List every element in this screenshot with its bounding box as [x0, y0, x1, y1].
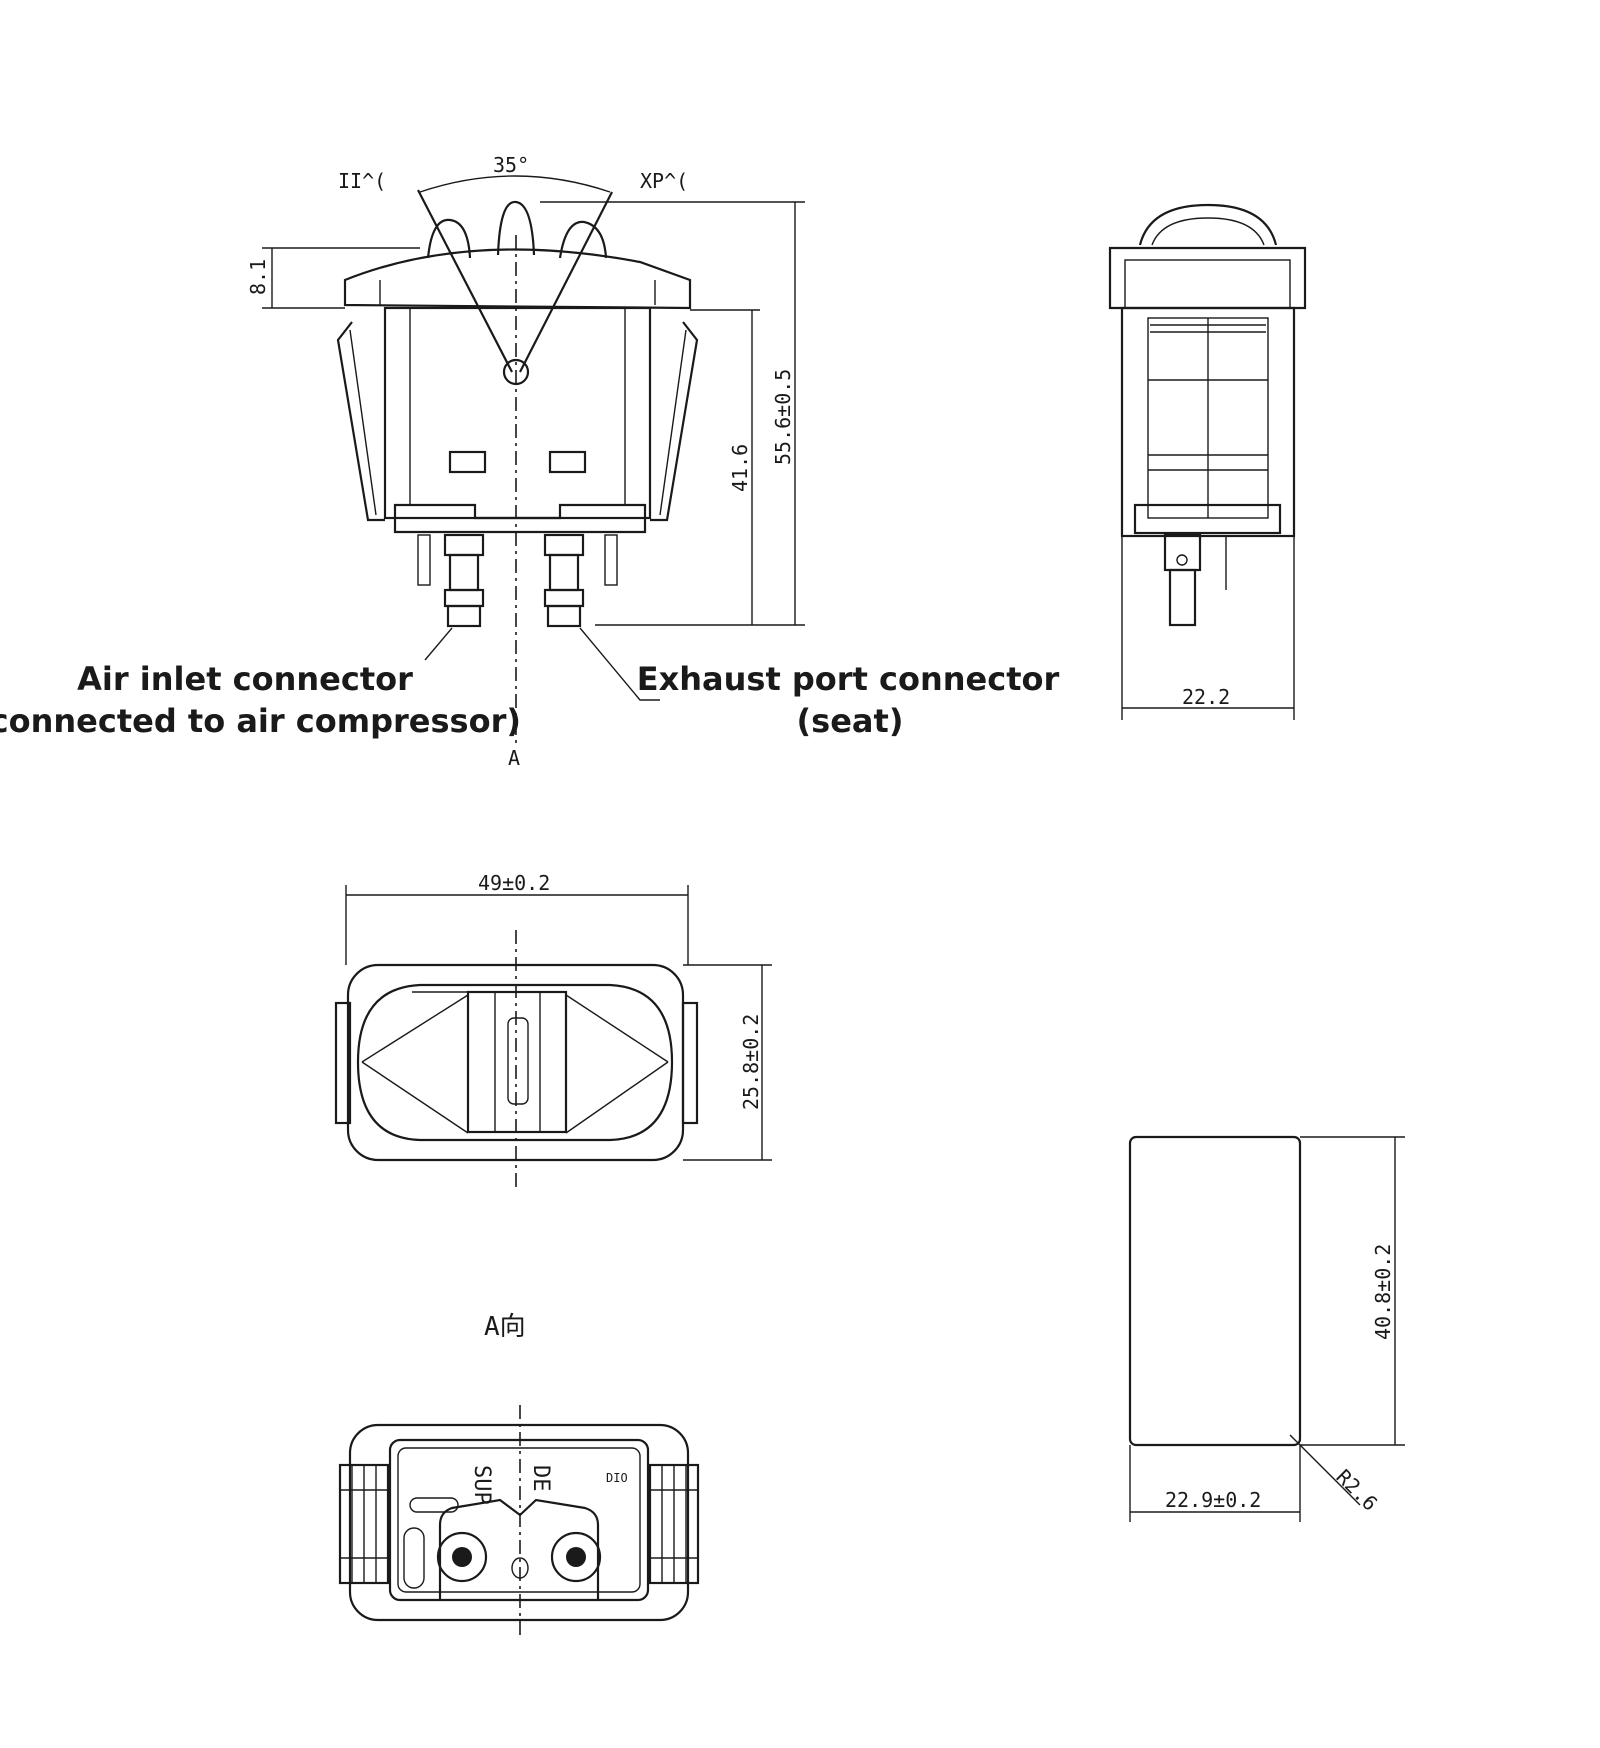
port-inlet	[436, 1531, 488, 1583]
nub-center	[496, 200, 536, 256]
panel-outline	[1128, 1135, 1302, 1447]
side-cap	[1108, 246, 1307, 310]
marking-sup: SUP	[469, 1465, 494, 1505]
angle-arc	[419, 175, 611, 193]
top-side-tab-right	[681, 1001, 699, 1125]
base-strip	[393, 503, 647, 534]
angle-label: 35°	[493, 153, 529, 177]
top-rocker-outline	[356, 983, 674, 1142]
side-view: 22.2	[1108, 203, 1307, 720]
dim-top-width: 49±0.2	[478, 871, 550, 895]
leader-exhaust	[579, 627, 660, 701]
air-inlet-label-line1: Air inlet connector	[77, 660, 413, 698]
dim-overall-height: 55.6±0.5	[771, 369, 795, 465]
view-arrow-a: A	[508, 746, 520, 770]
top-side-tab-left	[334, 1001, 352, 1125]
pivot-circle	[502, 358, 530, 386]
switch-body	[383, 306, 652, 520]
clip-right	[650, 321, 699, 522]
exhaust-label-line1: Exhaust port connector	[637, 660, 1060, 698]
air-inlet-label-line2: (connected to air compressor)	[0, 702, 521, 740]
bottom-view: A向 SUP DE DIO	[338, 1312, 700, 1640]
dim-panel-width: 22.9±0.2	[1165, 1488, 1261, 1512]
dim-body-height: 41.6	[728, 444, 752, 492]
front-view: 35° II^( XP^(	[0, 153, 1059, 770]
left-position-mark: II^(	[338, 169, 386, 193]
marking-de: DE	[528, 1465, 553, 1492]
side-nozzle	[1168, 568, 1197, 627]
dim-panel-height: 40.8±0.2	[1371, 1244, 1395, 1340]
exhaust-label-line2: (seat)	[797, 702, 904, 740]
air-inlet-nozzle	[443, 533, 485, 628]
window-right	[548, 450, 587, 474]
side-dome	[1138, 203, 1278, 246]
rocker-cap	[343, 248, 692, 310]
dim-side-width: 22.2	[1182, 685, 1230, 709]
dim-top-height: 8.1	[246, 259, 270, 295]
dim-top-depth: 25.8±0.2	[739, 1014, 763, 1110]
bottom-outer-frame	[348, 1423, 690, 1622]
exhaust-nozzle	[543, 533, 585, 628]
terminal-left	[417, 534, 431, 586]
nub-right	[558, 220, 608, 259]
top-view: 49±0.2 25.8±0.2	[334, 871, 772, 1190]
window-left	[448, 450, 487, 474]
right-position-mark: XP^(	[640, 169, 688, 193]
nub-left	[426, 218, 472, 259]
side-body	[1120, 306, 1296, 538]
port-exhaust-hole	[566, 1547, 586, 1567]
view-a-title: A向	[484, 1312, 526, 1342]
leader-air-inlet	[424, 627, 453, 661]
clip-left	[336, 321, 385, 522]
top-rocker-center	[466, 990, 568, 1134]
radius-leader	[1289, 1434, 1361, 1506]
terminal-right	[604, 534, 618, 586]
dim-radius: R2.6	[1331, 1465, 1382, 1516]
panel-view: 40.8±0.2 22.9±0.2 R2.6	[1128, 1135, 1405, 1522]
bottom-inner-frame	[388, 1438, 650, 1602]
port-exhaust	[550, 1531, 602, 1583]
port-inlet-hole	[452, 1547, 472, 1567]
marking-small: DIO	[606, 1471, 628, 1485]
